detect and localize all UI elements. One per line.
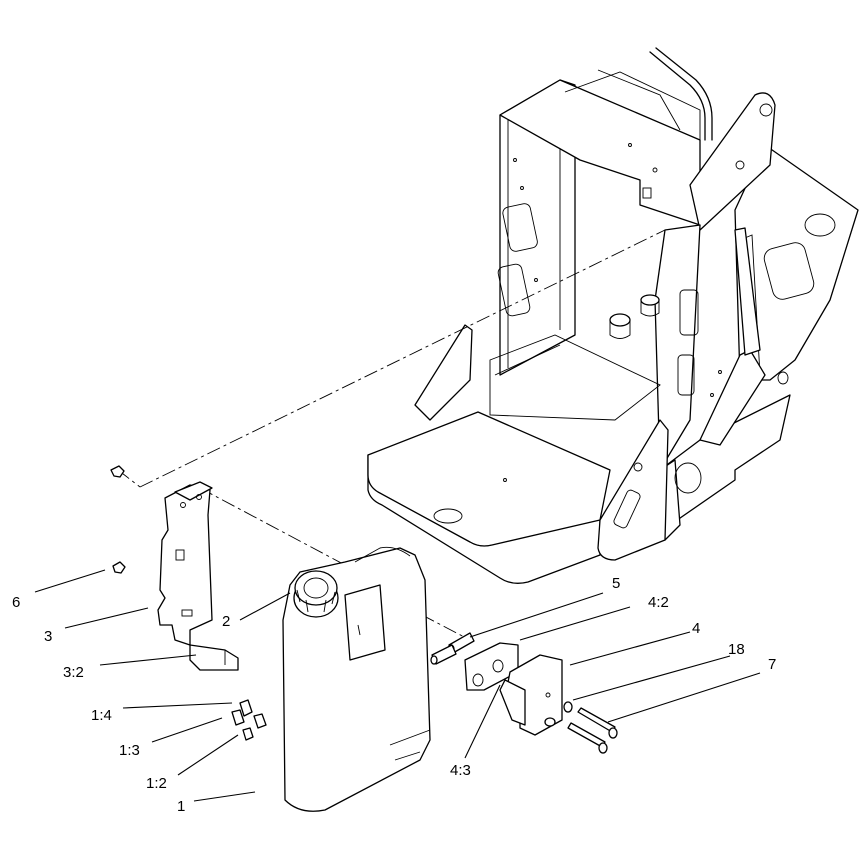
mounting-bracket-part-3 [157, 481, 239, 671]
callout-3: 3 [44, 628, 52, 645]
pins-part-5 [430, 632, 475, 665]
callout-1: 1 [177, 798, 185, 815]
callout-1-4: 1:4 [91, 707, 112, 724]
machine-frame [367, 47, 859, 584]
callout-4: 4 [692, 620, 700, 637]
callout-4-3: 4:3 [450, 762, 471, 779]
leader-lines [34, 569, 761, 802]
callout-3-2: 3:2 [63, 664, 84, 681]
callout-5: 5 [612, 575, 620, 592]
washer-part-18 [563, 701, 573, 713]
screw-part-6 [110, 465, 126, 574]
callout-7: 7 [768, 656, 776, 673]
callout-1-2: 1:2 [146, 775, 167, 792]
callout-labels: 6 3 3:2 2 1:4 1:3 1:2 1 5 4:2 4 18 7 4:3 [12, 575, 776, 815]
callout-18: 18 [728, 641, 745, 658]
cap-part-2 [293, 570, 339, 618]
bracket-part-4 [499, 654, 563, 736]
fittings-part-1-2-to-1-4 [231, 699, 267, 741]
callout-6: 6 [12, 594, 20, 611]
callout-1-3: 1:3 [119, 742, 140, 759]
callout-4-2: 4:2 [648, 594, 669, 611]
callout-2: 2 [222, 613, 230, 630]
bolts-part-7 [567, 707, 618, 754]
